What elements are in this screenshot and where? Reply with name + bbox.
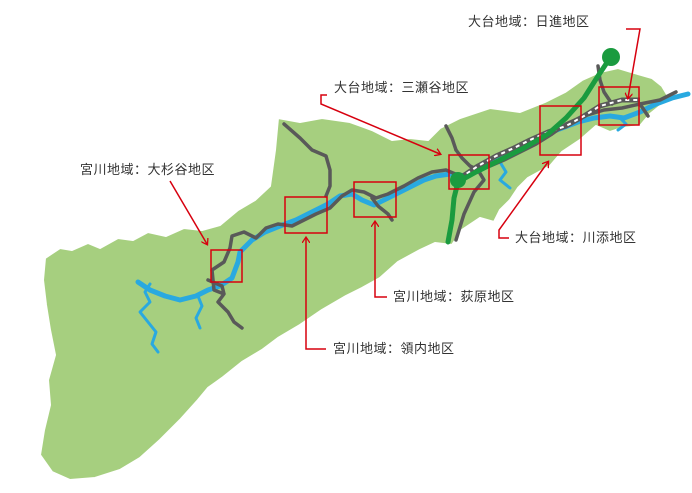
- expressway-end-north: [602, 48, 620, 66]
- callout-box-ryonai: [284, 196, 328, 234]
- expressway-line: [445, 55, 613, 245]
- river-tributary-4: [616, 116, 628, 132]
- leader-hagiwara: [375, 222, 387, 298]
- label-ryonai: 宮川地域：領内地区: [333, 342, 455, 357]
- leader-kawazoe: [498, 162, 548, 239]
- label-osugidani: 宮川地域：大杉谷地区: [80, 163, 216, 178]
- callout-box-osugidani: [210, 249, 243, 283]
- label-hagiwara: 宮川地域：荻原地区: [393, 290, 515, 305]
- expressway-junction: [450, 172, 466, 188]
- callout-box-hizure: [598, 86, 640, 126]
- river-tributary-3: [498, 160, 512, 190]
- river-tributary-2: [194, 294, 204, 330]
- land-area: [39, 67, 669, 481]
- leader-ryonai: [306, 238, 326, 350]
- road-stub-west: [444, 124, 458, 152]
- leader-hizure: [626, 28, 641, 98]
- road-branch-miseya: [454, 148, 486, 242]
- callout-box-hagiwara: [353, 181, 397, 218]
- leader-osugidani: [169, 180, 207, 244]
- road-north: [282, 122, 332, 198]
- label-miseya: 大台地域：三瀬谷地区: [334, 81, 470, 96]
- label-hizure: 大台地域：日進地区: [468, 15, 590, 30]
- callout-box-kawazoe: [539, 105, 582, 156]
- label-kawazoe: 大台地域：川添地区: [515, 231, 637, 246]
- callout-box-miseya: [448, 154, 490, 190]
- leader-miseya: [320, 94, 440, 154]
- river-tributary-1: [138, 282, 160, 354]
